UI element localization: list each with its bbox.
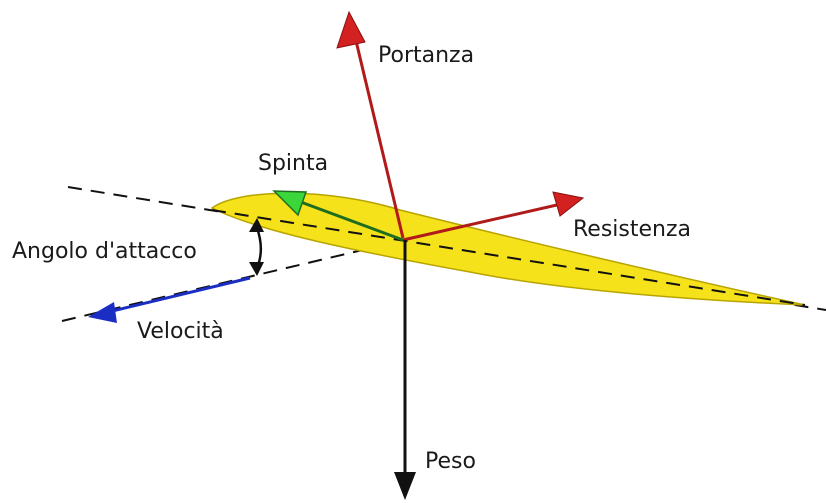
airfoil	[210, 192, 806, 306]
drag-arrow-icon	[402, 191, 585, 242]
drag-label: Resistenza	[573, 217, 691, 242]
lift-arrow-icon	[336, 10, 405, 239]
angle-of-attack-label: Angolo d'attacco	[12, 239, 197, 264]
chord-line	[67, 186, 826, 311]
thrust-arrow-icon	[272, 190, 404, 242]
thrust-label: Spinta	[258, 151, 328, 176]
velocity-label: Velocità	[137, 319, 224, 344]
chord-line-overlay	[211, 209, 806, 306]
velocity-reference-line	[61, 239, 406, 322]
lift-label: Portanza	[378, 43, 474, 68]
weight-label: Peso	[425, 449, 476, 474]
weight-arrow-icon	[394, 240, 416, 500]
velocity-arrow-icon	[88, 276, 251, 323]
angle-of-attack-icon	[249, 218, 264, 276]
